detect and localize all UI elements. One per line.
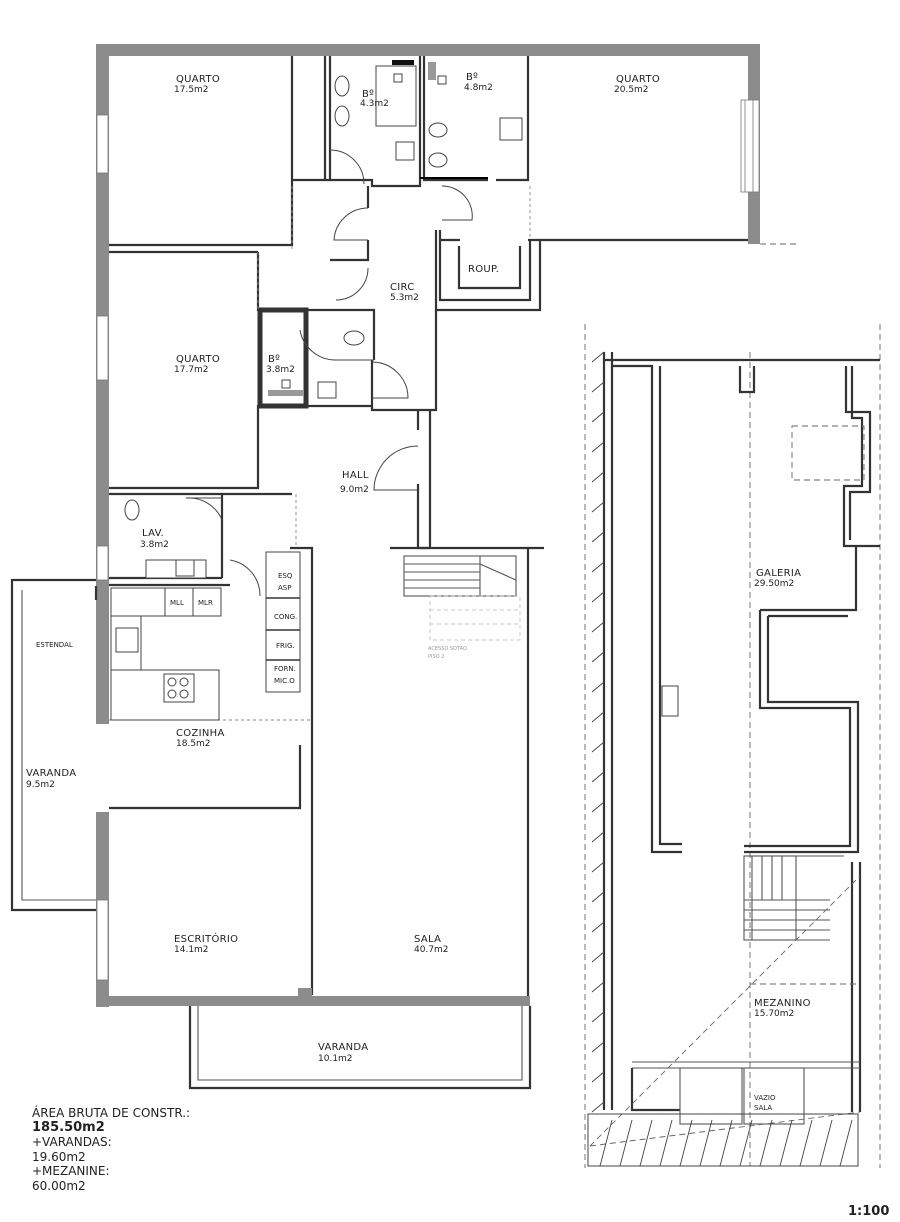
room-name: HALL bbox=[342, 470, 369, 481]
room-name: QUARTO bbox=[616, 74, 660, 85]
appliance-frig: FRIG. bbox=[276, 642, 295, 650]
room-galeria: GALERIA 29.50m2 bbox=[754, 568, 801, 589]
room-area: 3.8m2 bbox=[266, 365, 295, 375]
room-area: 5.3m2 bbox=[390, 293, 419, 303]
room-area: 15.70m2 bbox=[754, 1009, 794, 1019]
staircase-main bbox=[403, 555, 521, 641]
room-area: 20.5m2 bbox=[614, 85, 649, 95]
summary-gross-area-value: 185.50m2 bbox=[32, 1119, 105, 1135]
dashed-room-dividers bbox=[109, 186, 531, 721]
bathroom-fixtures bbox=[124, 60, 523, 579]
stair-note-line2: PISO 2 bbox=[428, 654, 444, 660]
door-swings bbox=[185, 149, 488, 597]
room-escritorio: ESCRITÓRIO 14.1m2 bbox=[174, 932, 238, 955]
main-floor-partitions bbox=[10, 56, 748, 1090]
room-estendal: ESTENDAL bbox=[36, 641, 73, 649]
main-floor-walls bbox=[96, 44, 800, 1007]
room-name: Bº bbox=[268, 354, 280, 365]
room-vazio-sala: VAZIO SALA bbox=[754, 1094, 776, 1112]
room-name: MEZANINO bbox=[754, 998, 811, 1009]
room-name: Bº bbox=[466, 72, 478, 83]
appliance-mlr: MLR bbox=[198, 599, 213, 607]
room-cozinha: COZINHA 18.5m2 bbox=[176, 728, 225, 749]
scale-label: 1:100 bbox=[848, 1204, 890, 1219]
appliance-labels: MLL MLR ESQ ASP CONG. FRIG. FORN. MIC.O bbox=[170, 572, 297, 685]
room-area: 3.8m2 bbox=[140, 540, 169, 550]
room-quarto-nw: QUARTO 17.5m2 bbox=[174, 74, 220, 95]
area-summary: ÁREA BRUTA DE CONSTR.: 185.50m2 +VARANDA… bbox=[32, 1106, 190, 1193]
summary-mezzanine-label: +MEZANINE: bbox=[32, 1164, 110, 1178]
room-mezanino: MEZANINO 15.70m2 bbox=[754, 998, 811, 1019]
room-name: Bº bbox=[362, 89, 374, 100]
appliance-asp: ASP bbox=[278, 584, 291, 592]
summary-gross-area-label: ÁREA BRUTA DE CONSTR.: bbox=[32, 1106, 191, 1120]
room-area: 18.5m2 bbox=[176, 739, 211, 749]
room-quarto-w: QUARTO 17.7m2 bbox=[174, 354, 220, 375]
room-sala: SALA 40.7m2 bbox=[414, 934, 449, 955]
room-name: ROUP. bbox=[468, 264, 499, 275]
room-name: GALERIA bbox=[756, 568, 801, 579]
room-name: QUARTO bbox=[176, 74, 220, 85]
summary-balconies-label: +VARANDAS: bbox=[32, 1135, 112, 1149]
appliance-mll: MLL bbox=[170, 599, 184, 607]
room-varanda-s: VARANDA 10.1m2 bbox=[318, 1042, 368, 1064]
stair-note-line1: ACESSO SOTAO bbox=[428, 646, 467, 652]
room-area: 9.0m2 bbox=[340, 485, 369, 495]
room-area: 4.3m2 bbox=[360, 99, 389, 109]
room-bath-2: Bº 4.8m2 bbox=[464, 72, 493, 93]
appliance-cong: CONG. bbox=[274, 613, 297, 621]
room-area: 29.50m2 bbox=[754, 579, 794, 589]
room-area: 14.1m2 bbox=[174, 945, 209, 955]
appliance-esq: ESQ bbox=[278, 572, 293, 580]
appliance-mico: MIC.O bbox=[274, 677, 295, 685]
room-name: ESTENDAL bbox=[36, 641, 73, 649]
room-area: 4.8m2 bbox=[464, 83, 493, 93]
room-quarto-ne: QUARTO 20.5m2 bbox=[614, 74, 660, 95]
room-roupeiro: ROUP. bbox=[468, 264, 499, 275]
summary-balconies-value: 19.60m2 bbox=[32, 1149, 86, 1164]
appliance-forn: FORN. bbox=[274, 665, 296, 673]
room-name: CIRC bbox=[390, 282, 415, 293]
room-area: 10.1m2 bbox=[318, 1054, 353, 1064]
room-name: QUARTO bbox=[176, 354, 220, 365]
room-hall: HALL 9.0m2 bbox=[340, 470, 369, 495]
room-name: SALA bbox=[414, 934, 441, 945]
void-label-line1: VAZIO bbox=[754, 1094, 776, 1102]
room-area: 9.5m2 bbox=[26, 780, 55, 790]
room-name: ESCRITÓRIO bbox=[174, 932, 238, 945]
room-varanda-w: VARANDA 9.5m2 bbox=[26, 768, 76, 790]
room-area: 17.7m2 bbox=[174, 365, 209, 375]
summary-mezzanine-value: 60.00m2 bbox=[32, 1178, 86, 1193]
mezzanine-plan bbox=[584, 324, 881, 1168]
room-bath-3: Bº 3.8m2 bbox=[266, 354, 295, 375]
room-name: COZINHA bbox=[176, 728, 225, 739]
room-name: LAV. bbox=[142, 528, 164, 539]
room-lav: LAV. 3.8m2 bbox=[140, 528, 169, 550]
room-name: VARANDA bbox=[318, 1042, 368, 1053]
room-area: 40.7m2 bbox=[414, 945, 449, 955]
room-circ: CIRC 5.3m2 bbox=[390, 282, 419, 303]
room-area: 17.5m2 bbox=[174, 85, 209, 95]
kitchen-fixtures bbox=[110, 551, 301, 721]
room-bath-1: Bº 4.3m2 bbox=[360, 89, 389, 109]
room-name: VARANDA bbox=[26, 768, 76, 779]
mezzanine-hatching bbox=[591, 351, 853, 1167]
void-label-line2: SALA bbox=[754, 1104, 772, 1112]
stair-note: ACESSO SOTAO PISO 2 bbox=[428, 646, 467, 660]
